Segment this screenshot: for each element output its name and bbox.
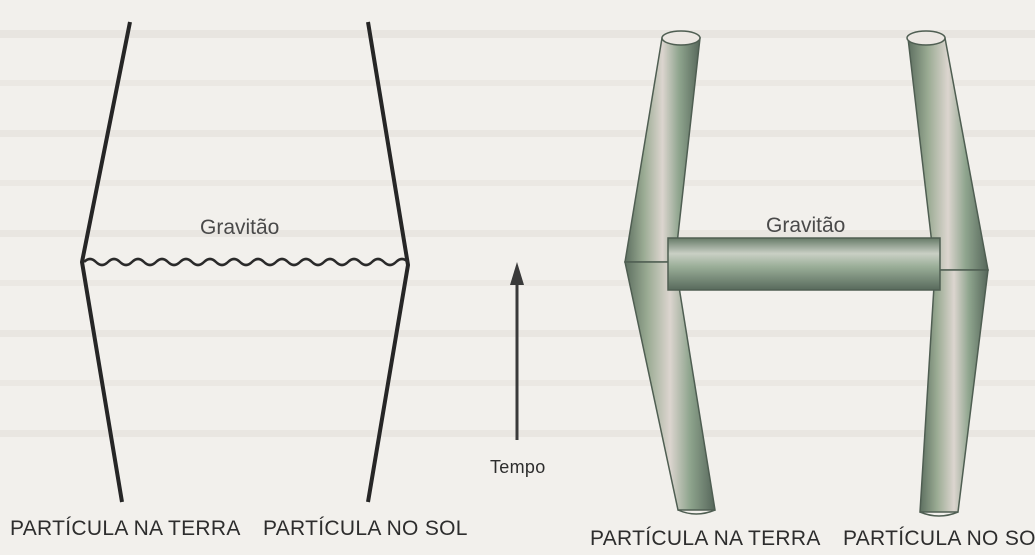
right-graviton-label: Gravitão <box>766 214 845 237</box>
time-axis-label: Tempo <box>490 457 546 477</box>
sun-particle-worldline <box>366 21 410 503</box>
earth-tube-top-cap <box>661 30 701 46</box>
sun-tube-lower <box>919 269 989 513</box>
earth-tube-bottom-cap <box>677 509 716 515</box>
right-string-diagram: Gravitão PARTÍCULA NA TERRA PARTÍCULA NO… <box>590 30 1035 550</box>
time-axis: Tempo <box>490 262 546 477</box>
graviton-wavy-line <box>83 257 409 267</box>
left-earth-particle-label: PARTÍCULA NA TERRA <box>10 517 241 540</box>
sun-tube-top-cap <box>906 30 946 46</box>
left-feynman-diagram: Gravitão PARTÍCULA NA TERRA PARTÍCULA NO… <box>10 21 468 540</box>
earth-particle-worldline <box>80 21 132 503</box>
time-arrow-head <box>510 262 524 285</box>
left-sun-particle-label: PARTÍCULA NO SOL <box>263 517 468 540</box>
right-earth-particle-label: PARTÍCULA NA TERRA <box>590 527 821 550</box>
earth-tube-upper <box>624 37 701 263</box>
left-graviton-label: Gravitão <box>200 216 279 239</box>
sun-tube-bottom-cap <box>919 511 959 517</box>
graviton-tube <box>667 237 941 291</box>
right-sun-particle-label: PARTÍCULA NO SOL <box>843 527 1035 550</box>
